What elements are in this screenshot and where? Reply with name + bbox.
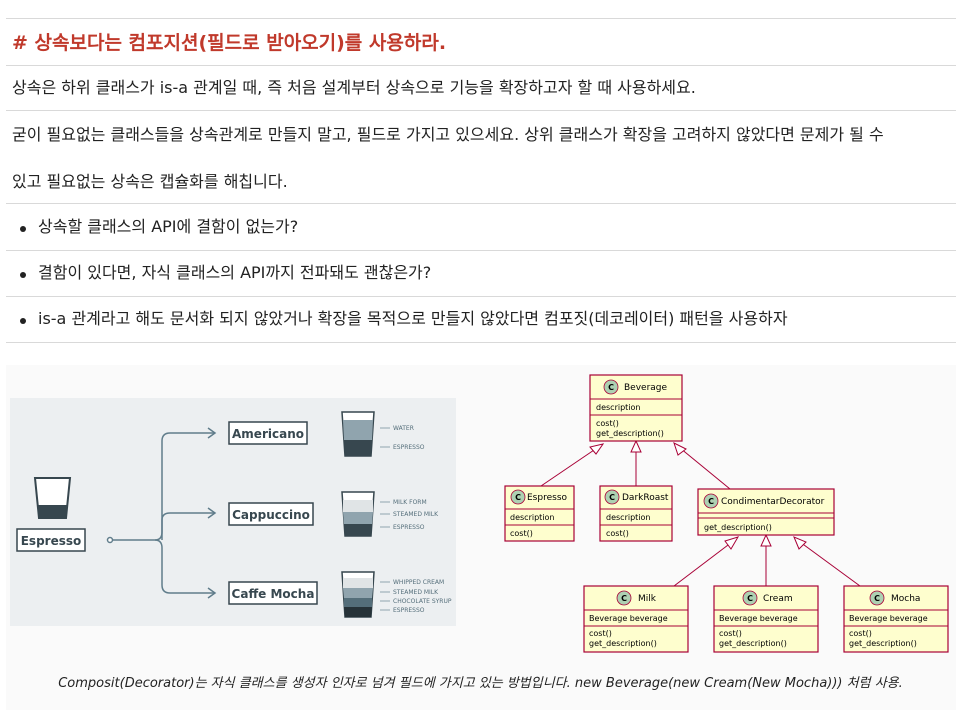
layer-label: STEAMED MILK [393,511,439,518]
layer-label: ESPRESSO [393,607,425,614]
class-badge-icon [603,379,619,395]
class-name: DarkRoast [622,493,669,503]
class-method: cost() [510,529,533,538]
uml-class-beverage: C Beverage description cost() get_descri… [589,374,683,442]
class-name: Milk [638,594,657,604]
drink-box-caffe-mocha [228,581,318,605]
layer-label: CHOCOLATE SYRUP [393,598,452,605]
class-method: get_description() [719,639,787,648]
uml-class-milk: C Milk Beverage beverage cost() get_desc… [583,585,689,653]
divider [6,342,956,343]
class-badge-icon [616,590,632,606]
layer-ticks [380,501,390,528]
class-method: get_description() [596,429,664,438]
divider [6,296,956,297]
bullet-dot [20,272,26,278]
divider [6,203,956,204]
uml-class-espresso: C Espresso description cost() [504,485,575,542]
uml-relations [540,447,861,587]
class-method: cost() [589,629,612,638]
layer-label: WHIPPED CREAM [393,579,444,586]
class-method: cost() [719,629,742,638]
paragraph-2: 굳이 필요없는 클래스들을 상속관계로 만들지 말고, 필드로 가지고 있으세요… [12,125,884,144]
drink-box-americano [228,421,308,445]
page-title: # 상속보다는 컴포지션(필드로 받아오기)를 사용하라. [12,32,447,54]
class-badge-letter: C [608,383,614,392]
class-name: Mocha [891,594,920,604]
layer-label: ESPRESSO [393,524,425,531]
class-method: cost() [849,629,872,638]
layer-label: STEAMED MILK [393,589,439,596]
uml-class-darkroast: C DarkRoast description cost() [599,485,673,542]
divider [6,250,956,251]
drink-name: Americano [232,427,304,441]
layer-label: WATER [393,425,414,432]
class-badge-letter: C [609,493,615,502]
divider [6,18,956,19]
uml-inheritance-arrows [589,439,807,550]
americano-cup-icon [341,411,375,457]
class-badge-icon [742,590,758,606]
class-badge-letter: C [621,594,627,603]
class-method: cost() [606,529,629,538]
figure-caption: Composit(Decorator)는 자식 클래스를 생성자 인자로 넘겨 … [58,676,903,691]
list-item: 결함이 있다면, 자식 클래스의 API까지 전파돼도 괜찮은가? [38,263,432,282]
bullet-dot [20,318,26,324]
class-badge-letter: C [708,497,714,506]
class-field: description [606,513,650,522]
class-method: get_description() [704,523,772,532]
class-method: get_description() [849,639,917,648]
class-field: Beverage beverage [719,614,798,623]
class-name: Espresso [527,493,568,503]
divider [6,65,956,66]
class-field: description [510,513,554,522]
layer-ticks [380,581,390,611]
divider [6,110,956,111]
paragraph-1: 상속은 하위 클래스가 is-a 관계일 때, 즉 처음 설계부터 상속으로 기… [12,78,696,97]
layer-ticks [380,427,390,448]
branch-lines [106,427,217,599]
class-field: Beverage beverage [849,614,928,623]
class-badge-icon [703,493,719,509]
class-badge-icon [869,590,885,606]
class-method: get_description() [589,639,657,648]
layer-label: MILK FORM [393,499,427,506]
bullet-dot [20,226,26,232]
class-field: Beverage beverage [589,614,668,623]
class-badge-icon [604,489,620,505]
cappuccino-cup-icon [341,491,375,537]
drink-name: Caffe Mocha [232,587,315,601]
class-badge-letter: C [747,594,753,603]
espresso-label-box [16,528,86,552]
class-name: Cream [763,594,793,604]
class-name: Beverage [624,383,668,393]
class-method: cost() [596,419,619,428]
class-badge-letter: C [515,493,521,502]
drink-name: Cappuccino [232,508,310,522]
uml-class-mocha: C Mocha Beverage beverage cost() get_des… [843,585,949,653]
uml-class-cream: C Cream Beverage beverage cost() get_des… [713,585,819,653]
espresso-label: Espresso [21,534,82,548]
layer-label: ESPRESSO [393,444,425,451]
uml-class-condimentar-decorator: C CondimentarDecorator get_description() [697,488,835,536]
class-field: description [596,403,640,412]
drink-box-cappuccino [228,502,314,526]
mocha-cup-icon [341,571,375,618]
list-item: 상속할 클래스의 API에 결함이 없는가? [38,217,299,236]
espresso-cup-icon [33,477,72,519]
class-badge-icon [510,489,526,505]
class-badge-letter: C [874,594,880,603]
list-item: is-a 관계라고 해도 문서화 되지 않았거나 확장을 목적으로 만들지 않았… [38,309,788,328]
paragraph-3: 있고 필요없는 상속은 캡슐화를 해칩니다. [12,172,288,191]
class-name: CondimentarDecorator [721,497,825,507]
